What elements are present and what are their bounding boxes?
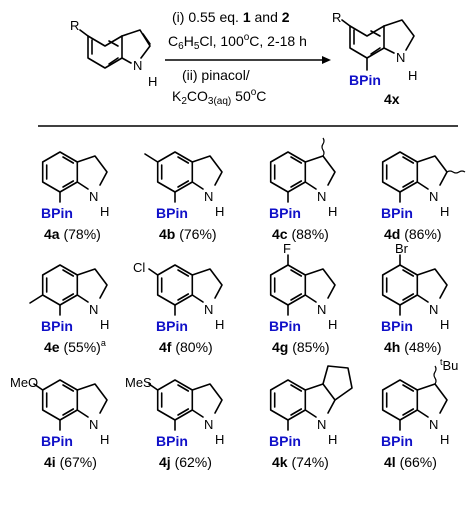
indoline-ring	[156, 151, 223, 193]
reaction-conditions: (i) 0.55 eq. 1 and 2 C6H5Cl, 100oC, 2-18…	[165, 9, 331, 107]
bpin-label: BPin	[381, 318, 413, 334]
compound-caption: 4d (86%)	[384, 226, 442, 242]
indoline-ring	[381, 379, 448, 421]
compound-caption: 4j (62%)	[159, 454, 212, 470]
compound-4c: NH BPin 4c (88%)	[269, 137, 337, 242]
n-atom: N	[204, 189, 213, 204]
product-bpin-label: BPin	[349, 72, 381, 88]
n-atom: N	[317, 189, 326, 204]
compound-caption: 4g (85%)	[272, 339, 330, 355]
compound-caption: 4e (55%)a	[44, 338, 106, 355]
bpin-label: BPin	[156, 433, 188, 449]
n-atom: N	[89, 302, 98, 317]
product-n-atom: N	[396, 50, 405, 65]
indoline-ring	[41, 151, 108, 193]
bpin-label: BPin	[269, 205, 301, 221]
compound-4k: NH BPin 4k (74%)	[269, 365, 353, 470]
reactant-structure: R N H	[70, 18, 157, 89]
compound-4d: NH BPin 4d (86%)	[381, 151, 466, 242]
n-atom: N	[317, 302, 326, 317]
product-structure: R N H BPin 4x	[332, 10, 417, 107]
bpin-label: BPin	[156, 318, 188, 334]
indoline-ring	[381, 151, 448, 193]
reactant-n-atom: N	[133, 58, 142, 73]
indoline-ring	[381, 264, 448, 306]
h-atom: H	[328, 204, 337, 219]
h-atom: H	[215, 317, 224, 332]
compound-caption: 4a (78%)	[44, 226, 101, 242]
indoline-ring	[41, 264, 108, 306]
condition-line-3: (ii) pinacol/	[182, 67, 250, 83]
substituent-label: tBu	[440, 357, 458, 373]
indoline-ring	[269, 379, 336, 421]
reactant-r-label: R	[70, 18, 79, 33]
compound-caption: 4b (76%)	[159, 226, 217, 242]
n-atom: N	[317, 417, 326, 432]
substituent-label: MeS	[125, 375, 152, 390]
compound-caption: 4f (80%)	[159, 339, 213, 355]
h-atom: H	[440, 204, 449, 219]
indoline-ring	[41, 379, 108, 421]
n-atom: N	[204, 417, 213, 432]
arrow-head-icon	[322, 56, 331, 64]
bpin-label: BPin	[41, 205, 73, 221]
indoline-ring	[269, 151, 336, 193]
h-atom: H	[215, 432, 224, 447]
indoline-ring	[156, 264, 223, 306]
bpin-label: BPin	[41, 433, 73, 449]
compound-4j: NH BPin MeS 4j (62%)	[125, 375, 224, 470]
n-atom: N	[89, 189, 98, 204]
h-atom: H	[100, 204, 109, 219]
compound-4h: NH BPin Br 4h (48%)	[381, 241, 449, 355]
bpin-label: BPin	[269, 433, 301, 449]
substituent-label: Cl	[133, 260, 145, 275]
compound-4l: NH BPin tBu 4l (66%)	[381, 357, 458, 470]
n-atom: N	[429, 417, 438, 432]
compound-caption: 4l (66%)	[384, 454, 437, 470]
substituent-label: Br	[395, 241, 409, 256]
n-atom: N	[429, 302, 438, 317]
n-atom: N	[89, 417, 98, 432]
h-atom: H	[100, 432, 109, 447]
h-atom: H	[328, 432, 337, 447]
condition-line-2: C6H5Cl, 100oC, 2-18 h	[168, 32, 307, 52]
reactant-h-atom: H	[148, 74, 157, 89]
compound-caption: 4i (67%)	[44, 454, 97, 470]
indoline-ring	[269, 264, 336, 306]
n-atom: N	[429, 189, 438, 204]
compound-4a: NH BPin 4a (78%)	[41, 151, 109, 242]
h-atom: H	[328, 317, 337, 332]
compound-caption: 4h (48%)	[384, 339, 442, 355]
substituent-label: F	[283, 241, 291, 256]
bpin-label: BPin	[269, 318, 301, 334]
bpin-label: BPin	[41, 318, 73, 334]
compound-caption: 4c (88%)	[272, 226, 329, 242]
bpin-label: BPin	[381, 433, 413, 449]
substituent-label: MeO	[10, 375, 38, 390]
compound-4i: NH BPin MeO 4i (67%)	[10, 375, 109, 470]
bpin-label: BPin	[381, 205, 413, 221]
compound-4e: NH BPin 4e (55%)a	[29, 264, 109, 355]
compound-4g: NH BPin F 4g (85%)	[269, 241, 337, 355]
product-id-label: 4x	[384, 91, 400, 107]
h-atom: H	[440, 317, 449, 332]
product-h-atom: H	[408, 68, 417, 83]
condition-line-1: (i) 0.55 eq. 1 and 2	[172, 9, 290, 25]
compound-4f: NH BPin Cl 4f (80%)	[133, 260, 224, 355]
condition-line-4: K2CO3(aq) 50oC	[172, 87, 266, 107]
indoline-ring	[156, 379, 223, 421]
h-atom: H	[215, 204, 224, 219]
n-atom: N	[204, 302, 213, 317]
bpin-label: BPin	[156, 205, 188, 221]
product-r-label: R	[332, 10, 341, 25]
compound-caption: 4k (74%)	[272, 454, 329, 470]
h-atom: H	[100, 317, 109, 332]
h-atom: H	[440, 432, 449, 447]
compound-4b: NH BPin 4b (76%)	[144, 151, 224, 242]
